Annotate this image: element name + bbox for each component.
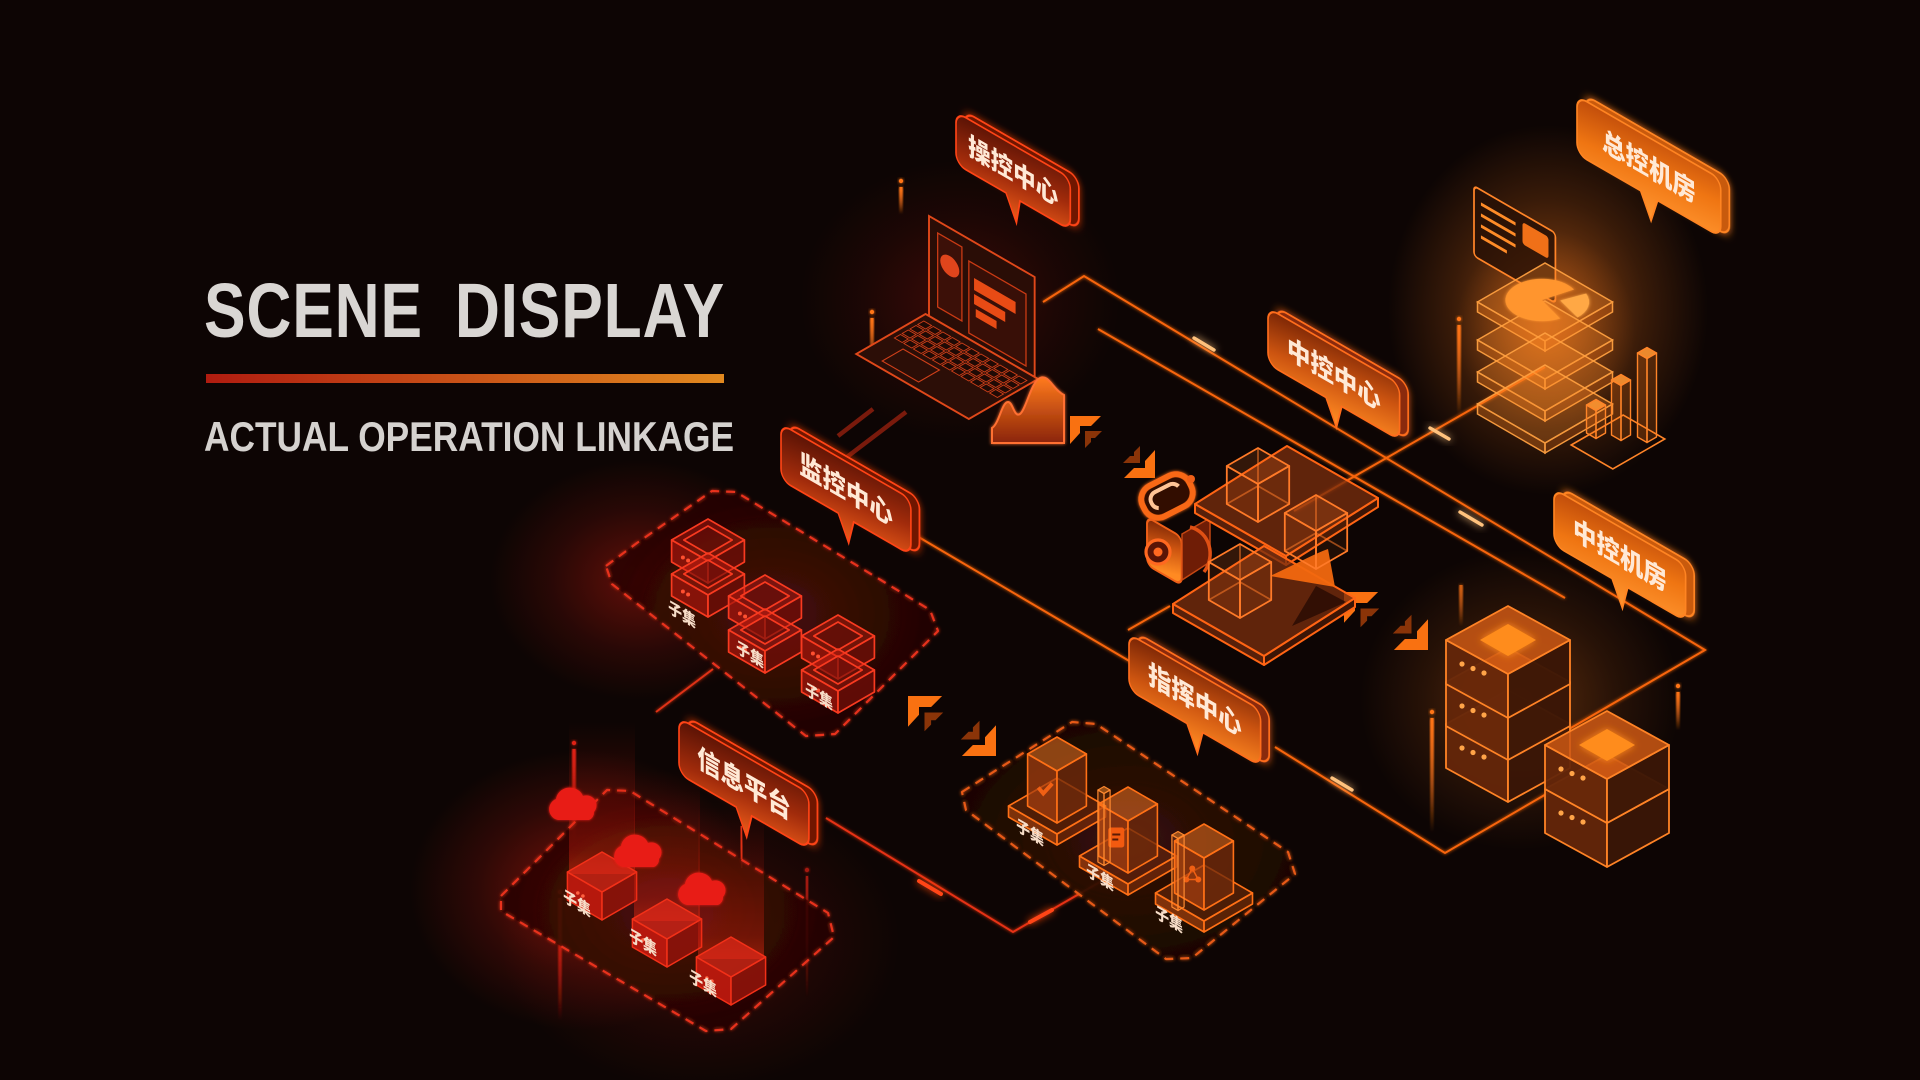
svg-text:ACTUAL OPERATION LINKAGE: ACTUAL OPERATION LINKAGE	[204, 413, 734, 460]
svg-text:SCENE DISPLAY: SCENE DISPLAY	[204, 268, 725, 354]
